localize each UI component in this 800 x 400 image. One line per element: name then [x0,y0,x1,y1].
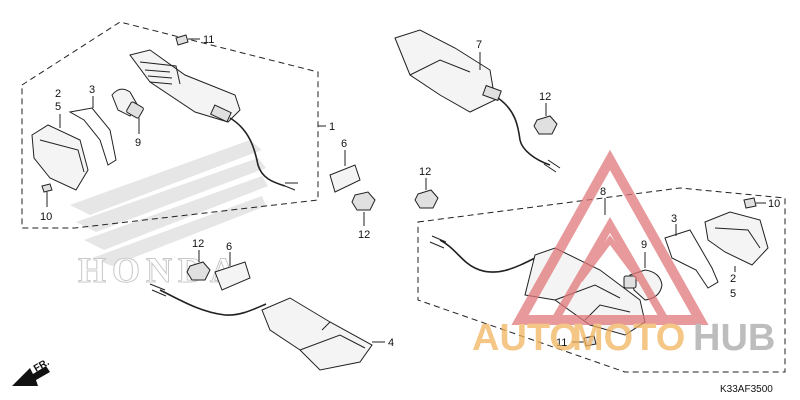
screw-11-left [175,34,189,46]
callout-12-mid: 12 [419,166,431,178]
bulb-left [111,88,144,119]
diagram-code: K33AF3500 [720,384,773,395]
lens-cover-right-edge [714,227,761,249]
callout-5-right: 5 [730,288,736,300]
assembly-frame-right [417,187,786,373]
gasket-right [664,229,719,289]
screw-11-right [583,335,597,347]
callout-2-right: 2 [730,273,736,285]
nut-12-mid [414,189,439,209]
callout-7: 7 [476,39,482,51]
callout-9-right: 9 [641,239,647,251]
honda-wing-watermark [70,140,268,266]
callout-10-left: 10 [40,211,52,223]
connector-left-top [284,182,298,191]
automotohub-watermark: AUTO MOTO HUB [472,149,775,359]
wire-top [497,97,551,166]
callout-9-left: 9 [135,137,141,149]
callout-11-left: 11 [203,34,214,46]
honda-logo-text: HONDA [78,250,242,290]
callout-5-left: 5 [55,101,61,113]
screw-10-right [743,197,757,209]
nut-12-top [533,115,558,135]
gasket-left [68,107,117,166]
turn-signal-7 [394,29,502,113]
turn-signal-4 [261,297,373,371]
nut-12-lower [186,261,211,281]
connector-right [429,235,447,249]
wire-left-bottom [159,289,267,316]
callout-8: 8 [600,186,606,198]
screw-10-left [41,183,53,193]
watermark-moto: MOTO [572,317,685,359]
connector-top [543,159,561,173]
callout-11-right: 11 [556,337,567,349]
callout-3-right: 3 [671,213,677,225]
callout-6-upper: 6 [341,138,347,150]
wire-left-top [229,117,286,187]
callout-12-top: 12 [539,91,551,103]
callout-3-left: 3 [89,84,95,96]
front-direction-arrow: FR. [12,357,52,386]
watermark-hub: HUB [693,317,775,359]
callout-12-lower: 12 [192,238,204,250]
lens-cover-left-edge [39,139,85,173]
wire-right [439,239,536,273]
callout-12-upper: 12 [358,229,370,241]
callout-4: 4 [388,337,394,349]
callout-2-left: 2 [55,88,61,100]
callout-1: 1 [329,121,335,133]
stay-6-upper [329,164,361,193]
turn-signal-body-right [524,247,646,336]
stay-6-lower [214,261,251,291]
lens-cover-right [704,211,769,266]
turn-signal-body-left [129,49,241,123]
connector-left-bottom [149,283,167,297]
callout-6-lower: 6 [226,241,232,253]
nut-12-upper [351,191,376,211]
callout-10-right: 10 [768,198,780,210]
watermark-auto: AUTO [472,317,579,359]
